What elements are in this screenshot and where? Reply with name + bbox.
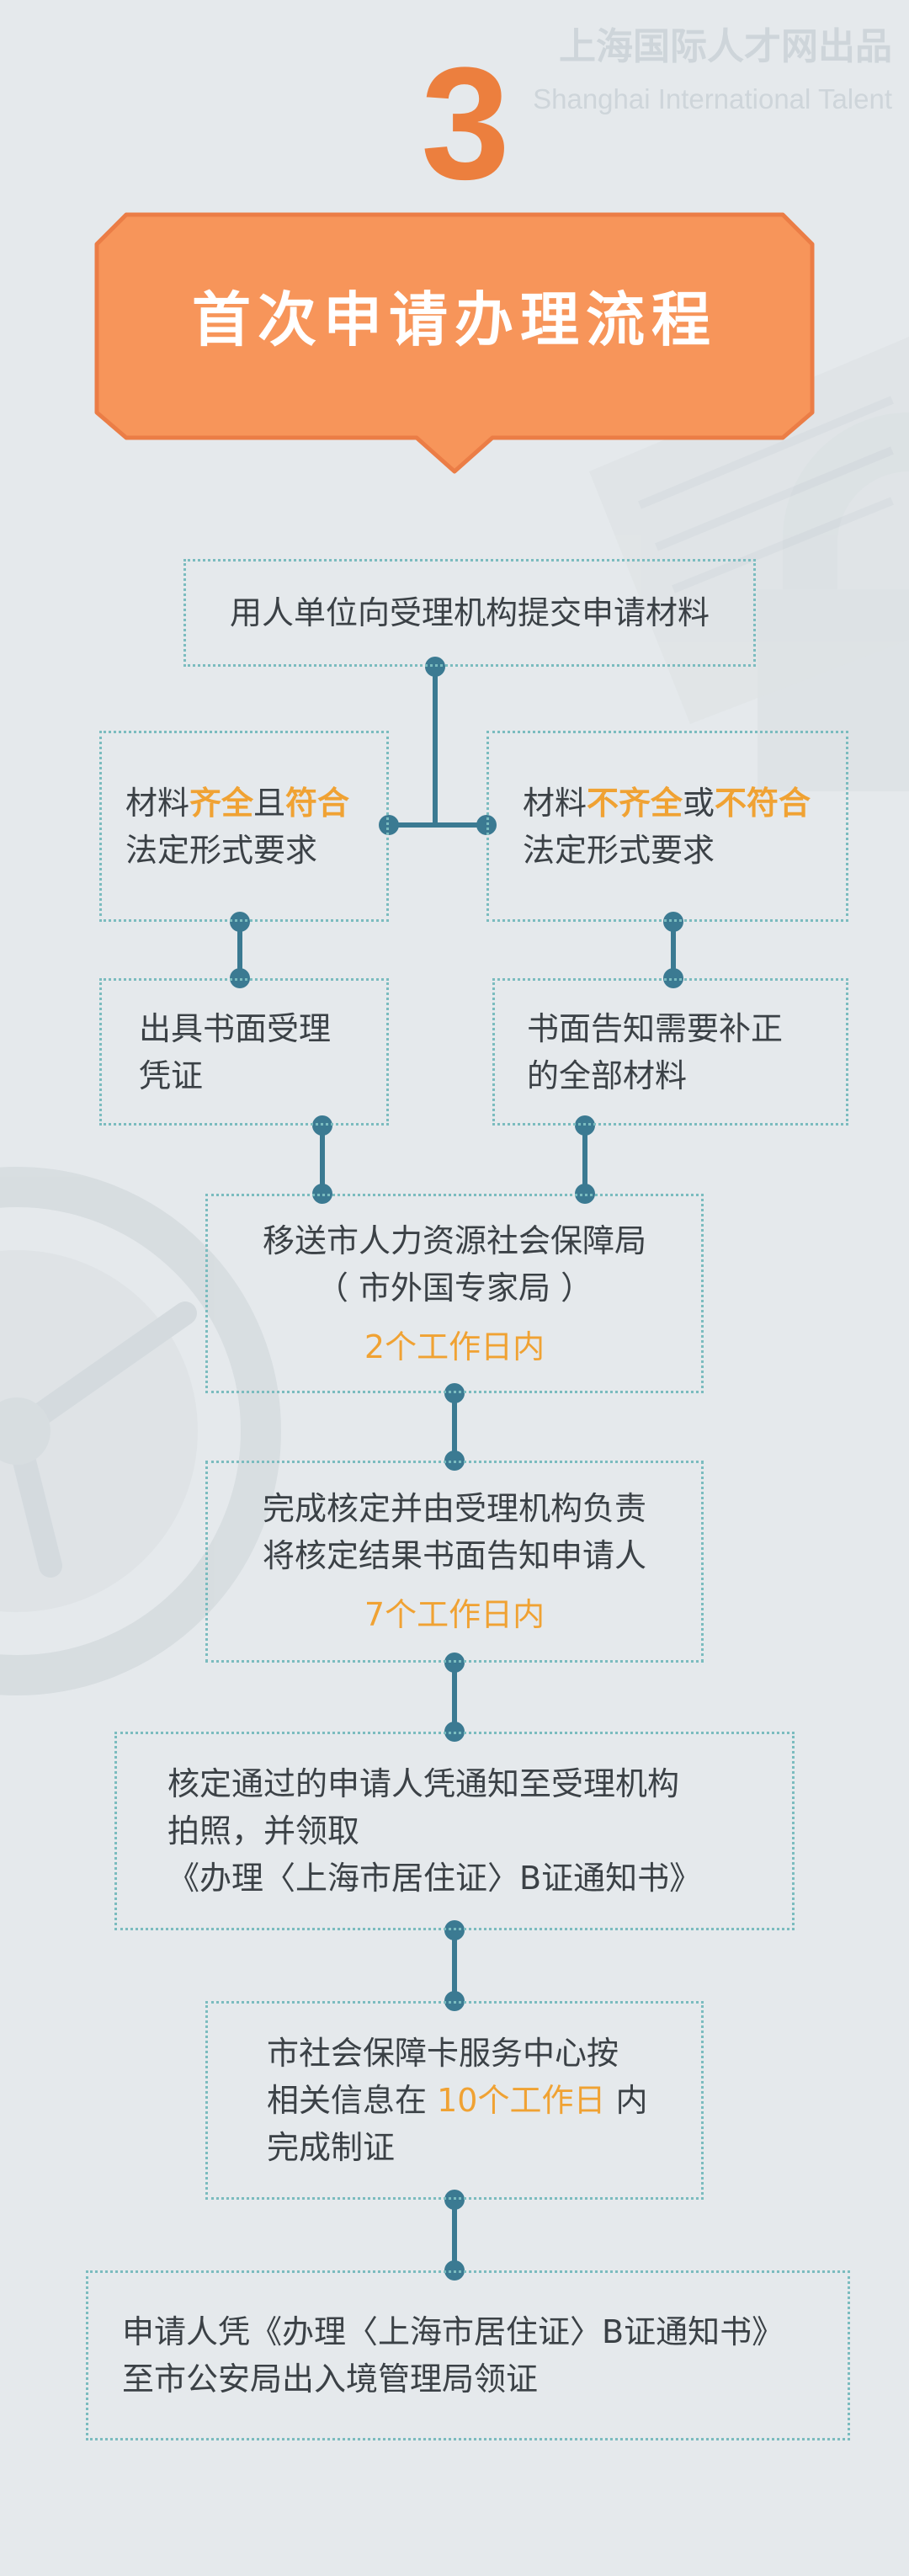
card-center-line3: 完成制证	[267, 2129, 396, 2166]
watermark-cn: 上海国际人才网出品	[559, 25, 892, 68]
step-incomplete-materials-box: 材料不齐全或不符合 法定形式要求	[486, 731, 848, 922]
transfer-deadline: 2个工作日内	[364, 1328, 545, 1365]
paper-decoration	[589, 337, 909, 724]
notice-line3: 《办理〈上海市居住证〉B证通知书》	[167, 1860, 702, 1897]
step-submit-text: 用人单位向受理机构提交申请材料	[229, 594, 710, 631]
step-verify-box: 完成核定并由受理机构负责 将核定结果书面告知申请人 7个工作日内	[205, 1461, 704, 1663]
step-collect-box: 申请人凭《办理〈上海市居住证〉B证通知书》 至市公安局出入境管理局领证	[86, 2270, 850, 2440]
connector-dot	[444, 2190, 465, 2210]
connector-dot	[575, 1115, 595, 1136]
notice-line2: 拍照，并领取	[167, 1812, 360, 1850]
step-complete-materials-box: 材料齐全且符合 法定形式要求	[99, 731, 389, 922]
connector-dot	[444, 1920, 465, 1940]
notice-line1: 核定通过的申请人凭通知至受理机构	[167, 1765, 680, 1802]
watermark-en: Shanghai International Talent	[533, 83, 892, 114]
complete-materials-line2: 法定形式要求	[125, 831, 318, 869]
verify-deadline: 7个工作日内	[364, 1596, 545, 1633]
notify-supplement-line1: 书面告知需要补正	[527, 1009, 784, 1047]
connector-dot	[444, 1653, 465, 1673]
clock-decoration-icon	[0, 1167, 281, 1695]
card-center-line1: 市社会保障卡服务中心按	[267, 2035, 619, 2072]
collect-line2: 至市公安局出入境管理局领证	[122, 2360, 539, 2398]
step-notice-box: 核定通过的申请人凭通知至受理机构 拍照，并领取 《办理〈上海市居住证〉B证通知书…	[114, 1732, 795, 1930]
card-center-line2: 相关信息在 10个工作日 内	[267, 2082, 648, 2119]
step-transfer-box: 移送市人力资源社会保障局 （ 市外国专家局 ） 2个工作日内	[205, 1194, 704, 1393]
step-issue-receipt-box: 出具书面受理 凭证	[99, 978, 389, 1126]
issue-receipt-line1: 出具书面受理	[139, 1009, 332, 1047]
verify-line2: 将核定结果书面告知申请人	[262, 1537, 646, 1574]
transfer-line1: 移送市人力资源社会保障局	[262, 1221, 646, 1259]
connector-dot	[230, 912, 250, 932]
connector-dot	[379, 815, 399, 835]
verify-line1: 完成核定并由受理机构负责	[262, 1490, 646, 1527]
step-card-center-box: 市社会保障卡服务中心按 相关信息在 10个工作日 内 完成制证	[205, 2001, 704, 2200]
step-number: 3	[421, 35, 510, 213]
connector-dot	[663, 912, 683, 932]
title-banner	[94, 212, 815, 474]
connector-dot	[444, 1383, 465, 1403]
step-submit-box: 用人单位向受理机构提交申请材料	[183, 559, 756, 667]
page-title: 首次申请办理流程	[192, 285, 717, 354]
step-notify-supplement-box: 书面告知需要补正 的全部材料	[492, 978, 848, 1126]
incomplete-materials-line2: 法定形式要求	[523, 831, 715, 869]
transfer-line2: （ 市外国专家局 ）	[316, 1269, 593, 1307]
notify-supplement-line2: 的全部材料	[527, 1056, 688, 1094]
incomplete-materials-line1: 材料不齐全或不符合	[523, 784, 811, 822]
connector-dot	[312, 1115, 332, 1136]
collect-line1: 申请人凭《办理〈上海市居住证〉B证通知书》	[122, 2313, 784, 2350]
issue-receipt-line2: 凭证	[139, 1056, 204, 1094]
connector-dot	[425, 657, 445, 677]
complete-materials-line1: 材料齐全且符合	[125, 784, 350, 822]
